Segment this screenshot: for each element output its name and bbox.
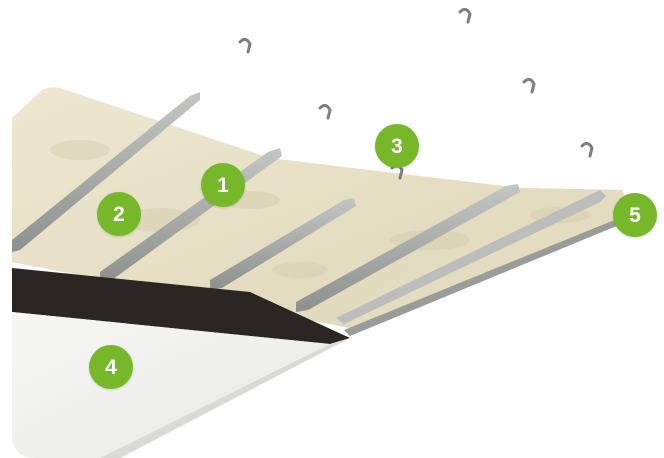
hanger-clip-icon — [524, 79, 534, 92]
callout-badge-2: 2 — [97, 192, 141, 236]
hanger-clip-icon — [582, 143, 592, 156]
callout-badge-5: 5 — [613, 193, 657, 237]
callout-badge-1: 1 — [201, 163, 245, 207]
hanger-clip-icon — [240, 39, 250, 52]
hanger-clip-icon — [320, 105, 330, 118]
hanger-clip-icon — [460, 9, 470, 22]
callout-badge-3: 3 — [375, 124, 419, 168]
callout-badge-4: 4 — [89, 345, 133, 389]
